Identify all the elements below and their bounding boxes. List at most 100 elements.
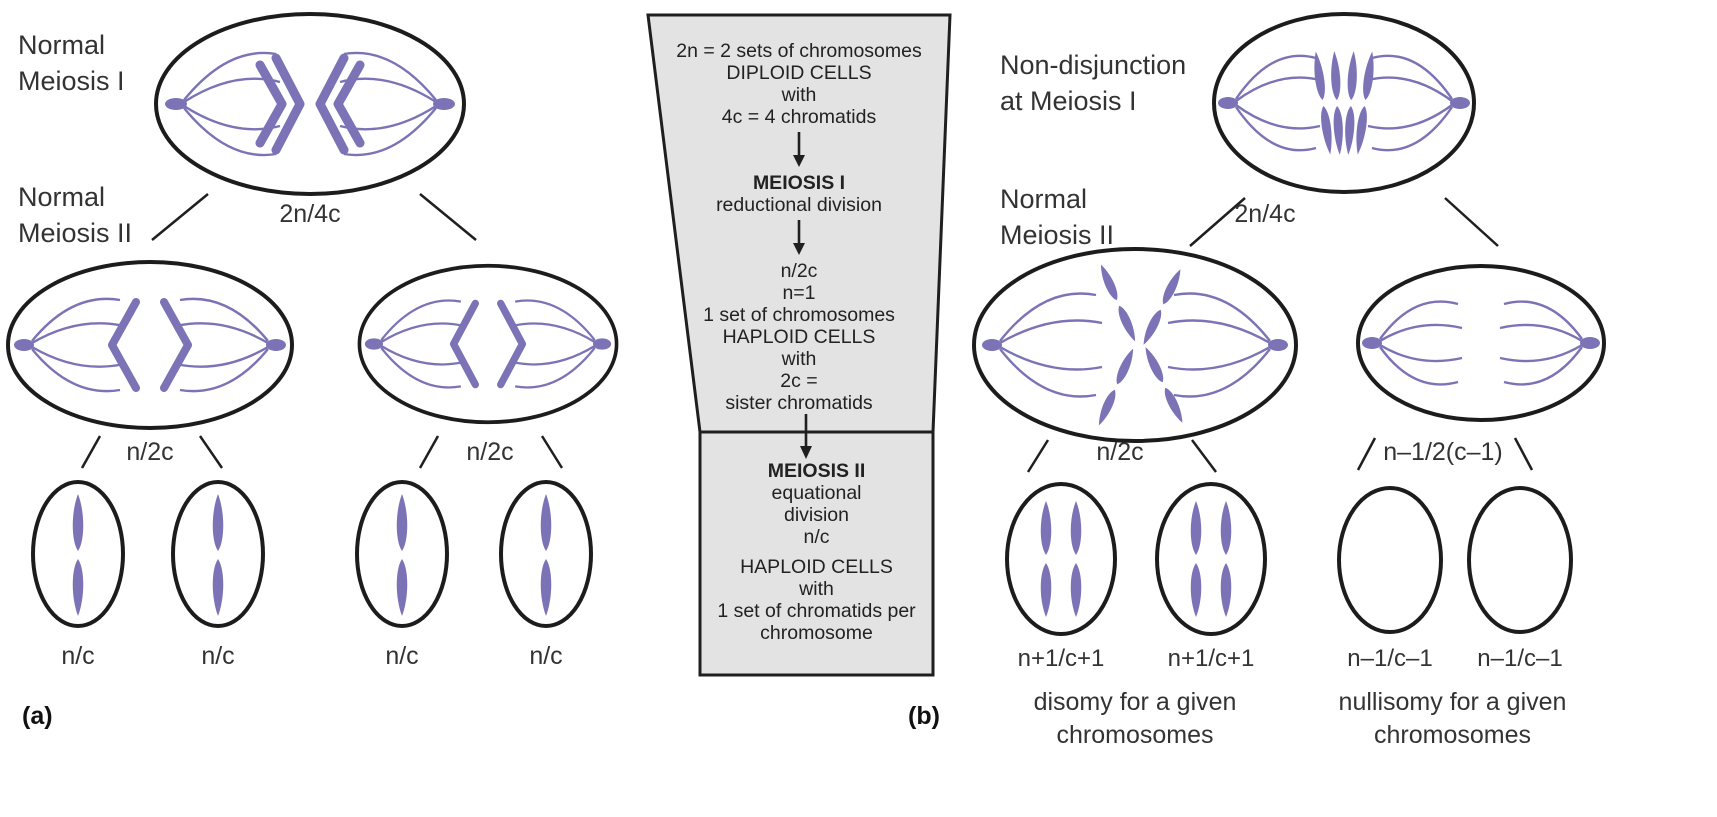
flow-line: sister chromatids <box>725 392 873 414</box>
panel-a-tag: (a) <box>22 702 53 730</box>
spindle-fibers <box>380 299 596 389</box>
cell-membrane <box>972 247 1298 443</box>
disomy-caption: disomy for a given chromosomes <box>1033 688 1237 749</box>
spindle-pole <box>982 339 1002 351</box>
daughter-caption: n–1/c–1 <box>1477 645 1563 672</box>
cell-diagram <box>154 12 466 196</box>
flow-line: chromosome <box>760 622 873 644</box>
daughter-cell-3 <box>352 478 452 630</box>
spindle-pole <box>433 98 455 110</box>
flow-line: 2c = <box>780 370 818 392</box>
cell-diagram <box>1212 12 1476 194</box>
chromosome <box>212 494 224 616</box>
cell-diagram <box>1337 486 1443 634</box>
spindle-fibers <box>31 297 269 393</box>
meiosis2-heading: MEIOSIS II <box>767 460 866 482</box>
cell-diagram <box>31 480 125 628</box>
panel-b-stage1-label: Non-disjunction at Meiosis I <box>1000 50 1187 116</box>
cell-diagram <box>355 480 449 628</box>
funnel-lower-box <box>698 430 935 677</box>
spindle-pole <box>1218 97 1238 109</box>
spindle-fibers <box>999 292 1271 398</box>
flow-line: HAPLOID CELLS <box>722 326 876 348</box>
flow-line: 4c = 4 chromatids <box>721 106 877 128</box>
flow-line: with <box>781 84 817 106</box>
cell-diagram <box>1155 482 1267 636</box>
cell-membrane <box>31 480 125 628</box>
cell-diagram <box>171 480 265 628</box>
down-arrow-icon <box>800 414 812 459</box>
flow-line: n/c <box>803 526 830 548</box>
chromosomes <box>255 53 365 155</box>
cell-diagram <box>1467 486 1573 634</box>
spindle-pole <box>165 98 187 110</box>
chromosome <box>1040 501 1052 617</box>
chromosomes <box>449 299 527 389</box>
cell-diagram <box>6 260 294 430</box>
cell-diagram <box>1005 482 1117 636</box>
meiosis1-heading: MEIOSIS I <box>752 172 846 194</box>
cell-membrane <box>357 263 619 425</box>
cell-diagram <box>972 247 1298 443</box>
cell-caption: n/2c <box>126 438 174 466</box>
cell-meiosis2-nullisomy <box>1352 262 1610 424</box>
cell-membrane <box>6 260 294 430</box>
daughter-caption: n+1/c+1 <box>1167 645 1255 672</box>
cell-membrane <box>1005 482 1117 636</box>
chromosome <box>540 494 552 616</box>
daughter-cell-1 <box>28 478 128 630</box>
flow-line: 1 set of chromosomes <box>703 304 895 326</box>
flow-line: n=1 <box>782 282 816 304</box>
cell-meiosis2-disomy <box>968 245 1302 445</box>
daughter-cell-2 <box>168 478 268 630</box>
daughter-cell-disomy-1 <box>1002 480 1120 638</box>
daughter-caption: n/c <box>201 642 235 670</box>
cell-membrane <box>355 480 449 628</box>
daughter-caption: n/c <box>61 642 95 670</box>
cell-meiosis2-normal-right <box>354 262 622 426</box>
flow-line: 2n = 2 sets of chromosomes <box>676 40 922 62</box>
cell-nondisjunction-meiosis1 <box>1208 10 1480 196</box>
cell-diagram <box>357 263 619 425</box>
cell-caption: n/2c <box>1096 438 1144 466</box>
daughter-caption: n/c <box>529 642 563 670</box>
panel-b-stage2-label: Normal Meiosis II <box>1000 184 1115 250</box>
cell-meiosis1-normal <box>150 8 470 200</box>
spindle-pole <box>1362 337 1382 349</box>
panel-b-tag: (b) <box>908 702 940 730</box>
flow-box-lower-text: MEIOSIS II equational division n/c HAPLO… <box>700 460 933 644</box>
chromosomes <box>108 298 192 392</box>
cell-diagram <box>499 480 593 628</box>
spindle-pole <box>14 339 34 351</box>
daughter-cell-4 <box>496 478 596 630</box>
cell-membrane <box>1155 482 1267 636</box>
cell-membrane <box>1356 264 1606 422</box>
spindle-pole <box>1450 97 1470 109</box>
flow-line: with <box>799 578 834 600</box>
spindle-pole <box>266 339 286 351</box>
cell-membrane <box>1212 12 1476 194</box>
daughter-caption: n–1/c–1 <box>1347 645 1433 672</box>
cell-caption: 2n/4c <box>279 200 341 228</box>
cell-membrane <box>1337 486 1443 634</box>
flow-line: n/2c <box>780 260 818 282</box>
daughter-cell-nullisomy-2 <box>1464 484 1576 636</box>
cell-membrane <box>154 12 466 196</box>
cell-caption: n/2c <box>466 438 514 466</box>
spindle-pole <box>1580 337 1600 349</box>
flow-line: DIPLOID CELLS <box>726 62 872 84</box>
daughter-caption: n+1/c+1 <box>1017 645 1105 672</box>
chromosome <box>396 494 408 616</box>
panel-a-stage2-label: Normal Meiosis II <box>18 182 133 248</box>
daughter-cell-nullisomy-1 <box>1334 484 1446 636</box>
chromosome <box>72 494 84 616</box>
cell-diagram <box>1356 264 1606 422</box>
flow-line: HAPLOID CELLS <box>740 556 893 578</box>
spindle-fibers <box>1235 54 1453 152</box>
cell-membrane <box>499 480 593 628</box>
nullisomy-caption: nullisomy for a given chromosomes <box>1338 688 1567 749</box>
spindle-pole <box>1268 339 1288 351</box>
chromosome <box>1070 501 1082 617</box>
flow-box-upper-text: 2n = 2 sets of chromosomes DIPLOID CELLS… <box>648 40 950 414</box>
